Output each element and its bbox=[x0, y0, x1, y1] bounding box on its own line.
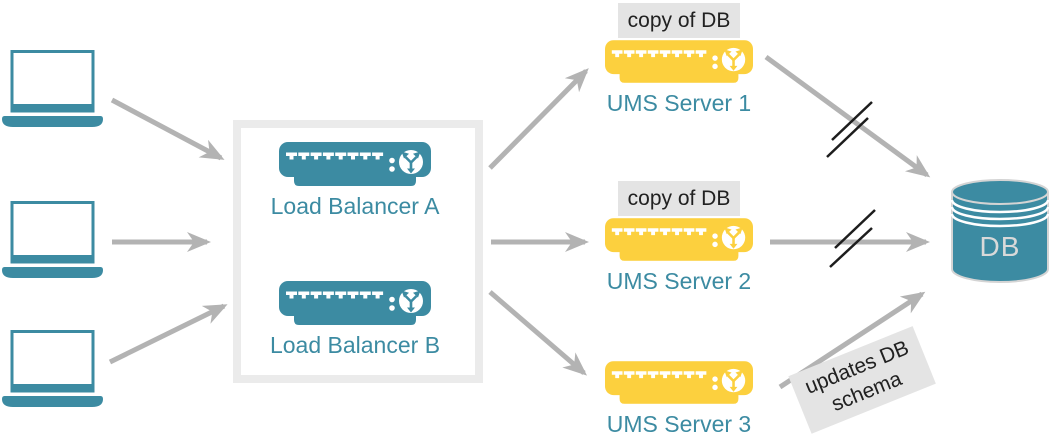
database-icon bbox=[950, 179, 1050, 283]
laptop-icon bbox=[2, 201, 103, 278]
load-balancer-group-box bbox=[233, 120, 483, 383]
node-label: UMS Server 1 bbox=[606, 90, 752, 116]
arrow-lb-to-ums1 bbox=[488, 68, 589, 170]
arrow-ums1-to-db bbox=[764, 54, 931, 178]
connection-break-mark bbox=[834, 209, 876, 249]
server-icon bbox=[605, 361, 753, 404]
node-label: Load Balancer A bbox=[270, 193, 440, 219]
server-icon bbox=[279, 142, 431, 186]
server-icon bbox=[605, 218, 753, 261]
copy-of-db-badge: copy of DB bbox=[617, 3, 741, 38]
node-label: Load Balancer B bbox=[269, 332, 441, 358]
connection-break-mark bbox=[829, 227, 873, 268]
load-balancer-a-node: Load Balancer A bbox=[271, 142, 439, 220]
ums-server-3-node: UMS Server 3 bbox=[605, 361, 753, 438]
server-icon bbox=[279, 281, 431, 325]
connection-break-mark bbox=[826, 117, 869, 158]
client-node-3 bbox=[2, 330, 103, 407]
arrow-client1-to-lb bbox=[110, 97, 225, 161]
laptop-icon bbox=[2, 330, 103, 407]
copy-of-db-badge: copy of DB bbox=[617, 181, 741, 216]
arrow-client3-to-lb bbox=[108, 303, 228, 365]
ums-server-2-node: copy of DB UMS Server 2 bbox=[605, 181, 753, 295]
ums-server-1-node: copy of DB UMS Server 1 bbox=[605, 3, 753, 117]
arrow-lb-to-ums3 bbox=[488, 290, 588, 376]
laptop-icon bbox=[2, 50, 103, 127]
database-label: DB bbox=[979, 231, 1021, 262]
database-node: DB bbox=[950, 178, 1050, 284]
connection-break-mark bbox=[831, 101, 873, 141]
load-balancer-b-node: Load Balancer B bbox=[270, 281, 440, 359]
node-label: UMS Server 3 bbox=[606, 411, 752, 437]
server-icon bbox=[605, 40, 753, 83]
node-label: UMS Server 2 bbox=[606, 268, 752, 294]
client-node-2 bbox=[2, 201, 103, 278]
client-node-1 bbox=[2, 50, 103, 127]
